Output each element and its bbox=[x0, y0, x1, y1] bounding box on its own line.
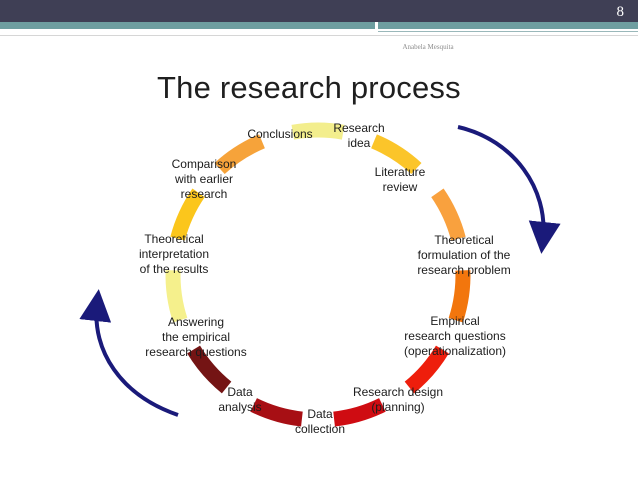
cycle-step-line: research questions bbox=[404, 329, 505, 343]
cycle-segment-2 bbox=[370, 134, 422, 175]
cycle-step-line: research problem bbox=[417, 263, 510, 277]
cycle-step-line: (operationalization) bbox=[404, 344, 506, 358]
cycle-segment-4 bbox=[448, 270, 471, 323]
cycle-step-line: of the results bbox=[140, 262, 209, 276]
cycle-step-line: Theoretical bbox=[434, 233, 493, 247]
cycle-step-line: collection bbox=[295, 422, 345, 436]
cycle-step-line: analysis bbox=[218, 400, 261, 414]
cycle-arrow-right bbox=[457, 125, 561, 254]
accent-stripe bbox=[0, 22, 638, 29]
cycle-segment-7 bbox=[250, 398, 303, 427]
cycle-step-line: Theoretical bbox=[144, 232, 203, 246]
cycle-step-line: research questions bbox=[145, 345, 246, 359]
cycle-step-line: Comparison bbox=[172, 157, 237, 171]
diagram-title: The research process bbox=[157, 70, 461, 105]
cycle-step-line: Empirical bbox=[430, 314, 479, 328]
cycle-segments bbox=[165, 122, 471, 427]
cycle-segment-10 bbox=[170, 188, 205, 241]
divider-line bbox=[378, 31, 638, 32]
cycle-step-line: Research design bbox=[353, 385, 443, 399]
slide-number: 8 bbox=[616, 4, 625, 20]
cycle-step-line: Answering bbox=[168, 315, 224, 329]
cycle-segment-1 bbox=[291, 122, 345, 140]
cycle-arrow-left bbox=[79, 289, 179, 417]
cycle-step-line: idea bbox=[348, 136, 371, 150]
cycle-segment-3 bbox=[431, 188, 466, 241]
cycle-segment-6 bbox=[333, 398, 386, 427]
cycle-step-line: Research bbox=[333, 121, 384, 135]
cycle-segment-8 bbox=[187, 345, 232, 394]
cycle-step-line: review bbox=[383, 180, 418, 194]
cycle-step-label-5: Research design(planning) bbox=[353, 385, 443, 414]
cycle-step-line: Conclusions bbox=[247, 127, 312, 141]
cycle-segment-9 bbox=[165, 270, 188, 323]
header-bar bbox=[0, 0, 638, 22]
cycle-step-line: Data bbox=[307, 407, 333, 421]
cycle-step-line: Literature bbox=[375, 165, 426, 179]
cycle-step-line: Data bbox=[227, 385, 253, 399]
cycle-step-line: formulation of the bbox=[418, 248, 511, 262]
cycle-step-line: with earlier bbox=[174, 172, 233, 186]
cycle-step-line: (planning) bbox=[371, 400, 424, 414]
cycle-step-line: interpretation bbox=[139, 247, 209, 261]
cycle-segment-5 bbox=[404, 345, 449, 394]
cycle-step-line: the empirical bbox=[162, 330, 230, 344]
divider-line-secondary bbox=[0, 35, 638, 36]
cycle-step-label-11: Conclusions bbox=[247, 127, 312, 141]
cycle-segment-11 bbox=[214, 134, 266, 175]
accent-stripe-gap bbox=[375, 22, 378, 29]
cycle-step-line: research bbox=[181, 187, 228, 201]
author-name: Anabela Mesquita bbox=[402, 43, 454, 51]
